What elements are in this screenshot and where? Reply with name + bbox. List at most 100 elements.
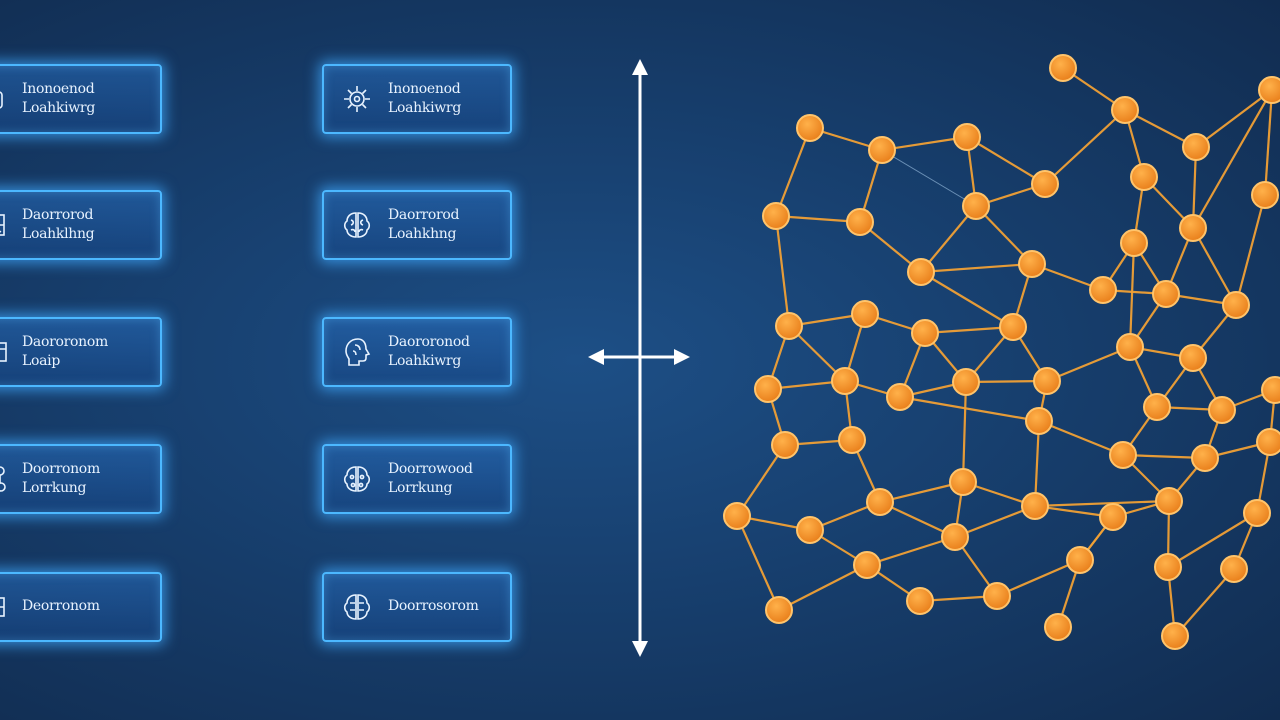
- network-edge: [920, 262, 1033, 274]
- network-node: [775, 312, 803, 340]
- brain-icon: [338, 588, 376, 626]
- network-edge: [1038, 419, 1124, 457]
- network-node: [831, 367, 859, 395]
- right-card-3-title: Daororonod: [388, 334, 470, 350]
- network-node: [1099, 503, 1127, 531]
- network-node: [886, 383, 914, 411]
- network-node: [1116, 333, 1144, 361]
- right-card-4[interactable]: Doorrowood Lorrkung: [322, 444, 512, 514]
- grid-icon: [0, 206, 12, 244]
- network-edge: [966, 136, 1046, 185]
- network-node: [765, 596, 793, 624]
- network-node: [1111, 96, 1139, 124]
- network-node: [846, 208, 874, 236]
- network-node: [1251, 181, 1279, 209]
- network-node: [1258, 76, 1280, 104]
- brain-icon: [338, 206, 376, 244]
- right-card-3[interactable]: Daororonod Loahkiwrg: [322, 317, 512, 387]
- network-nodes: [723, 54, 1280, 650]
- right-card-2-title: Daorrorod: [388, 207, 460, 223]
- network-node: [1120, 229, 1148, 257]
- network-edge: [920, 205, 977, 273]
- network-edge: [1174, 568, 1235, 637]
- network-node: [1143, 393, 1171, 421]
- network-node: [1130, 163, 1158, 191]
- network-edge: [1033, 420, 1041, 507]
- network-icon: [0, 460, 12, 498]
- right-card-5-title: Doorrosorom: [388, 597, 479, 614]
- network-edge: [1128, 242, 1136, 348]
- network-node: [1155, 487, 1183, 515]
- network-node: [1109, 441, 1137, 469]
- network-node: [838, 426, 866, 454]
- right-card-1-title: Inonoenod: [388, 81, 461, 97]
- network-edge: [1192, 89, 1273, 229]
- left-card-4[interactable]: Doorronom Lorrkung: [0, 444, 162, 514]
- network-node: [1179, 344, 1207, 372]
- network-node: [953, 123, 981, 151]
- left-card-2-title: Daorrorod: [22, 207, 94, 223]
- arrow-down-icon: [632, 641, 648, 657]
- left-card-5[interactable]: Deorronom: [0, 572, 162, 642]
- network-edge: [1192, 227, 1237, 306]
- network-node: [1220, 555, 1248, 583]
- network-node: [762, 202, 790, 230]
- network-node: [1089, 276, 1117, 304]
- network-node: [1191, 444, 1219, 472]
- right-card-3-subtitle: Loahkiwrg: [388, 353, 461, 369]
- node-network: [723, 54, 1280, 650]
- network-node: [1031, 170, 1059, 198]
- grid-icon: [0, 588, 12, 626]
- network-node: [1222, 291, 1250, 319]
- network-node: [962, 192, 990, 220]
- right-card-5[interactable]: Doorrosorom: [322, 572, 512, 642]
- network-edge: [920, 271, 1014, 328]
- left-card-3-title: Daororonom: [22, 334, 108, 350]
- network-node: [1044, 613, 1072, 641]
- head-icon: [338, 333, 376, 371]
- network-node: [1152, 280, 1180, 308]
- arrow-up-icon: [632, 59, 648, 75]
- right-card-1-subtitle: Loahkiwrg: [388, 100, 461, 116]
- left-card-1[interactable]: Inonoenod Loahkiwrg: [0, 64, 162, 134]
- network-edge: [924, 325, 1014, 335]
- arrow-left-icon: [588, 349, 604, 365]
- network-node: [911, 319, 939, 347]
- left-card-2-subtitle: Loahklhng: [22, 226, 95, 242]
- network-node: [941, 523, 969, 551]
- network-node: [853, 551, 881, 579]
- network-edge: [775, 214, 861, 224]
- gear-icon: [338, 80, 376, 118]
- network-edge: [1046, 345, 1131, 383]
- network-edge: [1263, 89, 1274, 196]
- network-edge: [879, 480, 964, 504]
- network-edge: [961, 381, 968, 483]
- network-edge: [1034, 499, 1170, 508]
- network-edge: [899, 395, 1040, 423]
- right-card-2[interactable]: Daorrorod Loahkhng: [322, 190, 512, 260]
- network-edge: [736, 444, 786, 517]
- network-node: [1256, 428, 1280, 456]
- network-node: [1261, 376, 1280, 404]
- left-card-4-subtitle: Lorrkung: [22, 480, 87, 496]
- left-card-3[interactable]: Daororonom Loaip: [0, 317, 162, 387]
- left-card-1-subtitle: Loahkiwrg: [22, 100, 95, 116]
- right-card-1[interactable]: Inonoenod Loahkiwrg: [322, 64, 512, 134]
- network-node: [723, 502, 751, 530]
- network-edge: [996, 558, 1081, 598]
- network-edge: [881, 149, 977, 207]
- left-card-1-title: Inonoenod: [22, 81, 95, 97]
- network-edge: [881, 135, 968, 152]
- network-edge: [1167, 512, 1258, 568]
- robot-icon: [0, 80, 12, 118]
- network-node: [796, 516, 824, 544]
- network-node: [1018, 250, 1046, 278]
- left-card-5-title: Deorronom: [22, 597, 100, 614]
- network-node: [906, 587, 934, 615]
- left-card-2[interactable]: Daorrorod Loahklhng: [0, 190, 162, 260]
- network-node: [1066, 546, 1094, 574]
- network-node: [796, 114, 824, 142]
- network-node: [851, 300, 879, 328]
- network-node: [868, 136, 896, 164]
- network-node: [1182, 133, 1210, 161]
